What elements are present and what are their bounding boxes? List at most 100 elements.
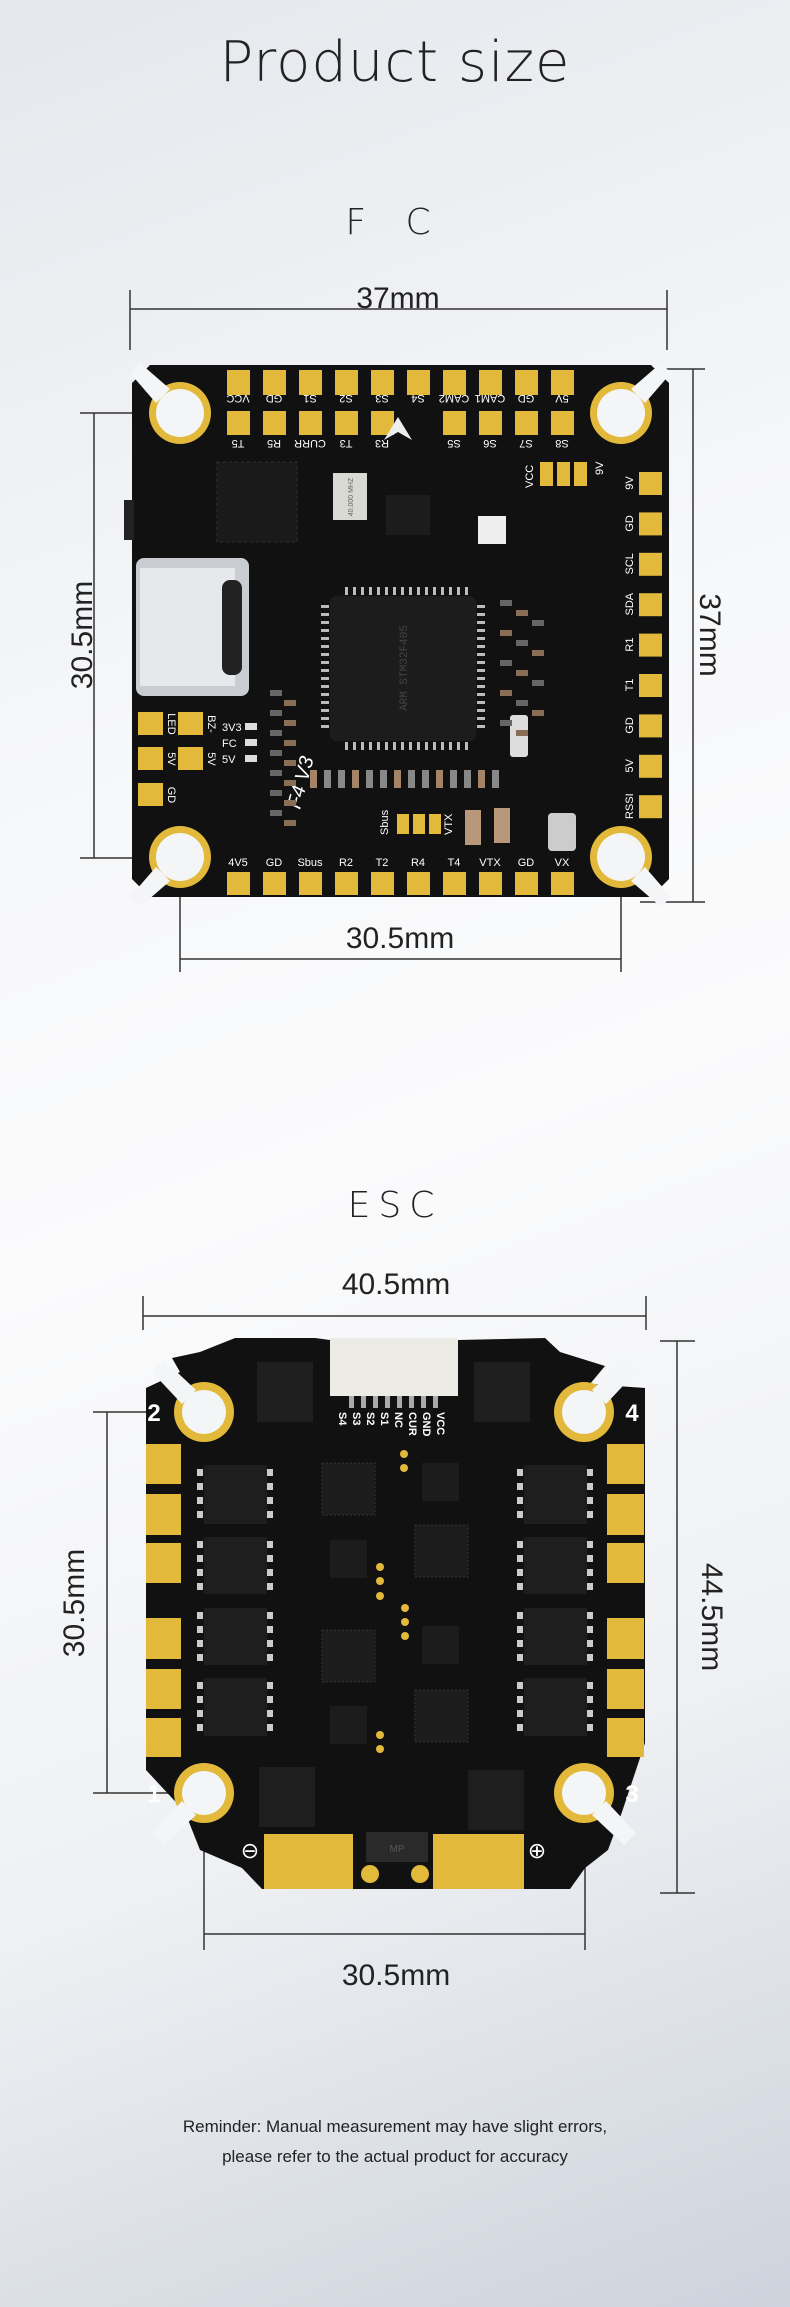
pad-label: CAM2 <box>439 392 470 404</box>
pad-right <box>639 472 662 495</box>
mcu-pin <box>321 693 329 696</box>
mcu-pin <box>425 587 428 595</box>
status-led <box>245 723 257 730</box>
smd-component <box>500 630 512 636</box>
mcu-pin <box>477 621 485 624</box>
smd-component <box>532 650 544 656</box>
mcu-pin <box>477 709 485 712</box>
mosfet-pin <box>267 1555 273 1562</box>
smd-component <box>284 740 296 746</box>
mosfet-pin <box>587 1469 593 1476</box>
mosfet-pin <box>197 1469 203 1476</box>
mosfet-pin <box>197 1497 203 1504</box>
crystal-marking: 40.000 MHZ <box>348 477 355 516</box>
smd-component <box>532 620 544 626</box>
pad-label: S4 <box>411 392 424 404</box>
smd-component <box>516 670 528 676</box>
mosfet-pin <box>587 1612 593 1619</box>
pad-left <box>178 747 203 770</box>
hole-number: 1 <box>147 1781 160 1808</box>
pad-bottom <box>227 872 250 895</box>
mosfet-pin <box>517 1497 523 1504</box>
mosfet-pin <box>587 1640 593 1647</box>
mosfet-pin <box>587 1696 593 1703</box>
fc-hole-spacing-horizontal-label: 30.5mm <box>346 922 454 955</box>
smd-component <box>324 770 331 788</box>
esc-hole-spacing-horizontal-label: 30.5mm <box>342 1959 450 1992</box>
smd-component <box>492 770 499 788</box>
pad-top-outer <box>515 370 538 395</box>
connector-pin <box>385 1396 390 1408</box>
pad-right <box>639 714 662 738</box>
capacitor-pad <box>411 1865 429 1883</box>
mcu-chip <box>330 1540 367 1578</box>
pad-label: R5 <box>267 437 281 449</box>
fc-width-label: 37mm <box>356 282 439 315</box>
usb-c-shell <box>140 568 235 686</box>
smd-component <box>380 770 387 788</box>
smd-component <box>284 700 296 706</box>
pad-label: S8 <box>555 437 568 449</box>
mount-slot <box>631 363 671 403</box>
mcu-pin <box>477 605 485 608</box>
crystal <box>333 473 367 520</box>
mount-hole <box>182 1390 226 1434</box>
cap-ceramic <box>465 810 481 845</box>
smd-component <box>532 710 544 716</box>
mcu-pin <box>457 742 460 750</box>
mcu-pin <box>465 742 468 750</box>
mcu-pin <box>465 587 468 595</box>
mcu-chip <box>330 596 476 741</box>
motor-pad-right <box>607 1618 644 1659</box>
test-point <box>376 1577 384 1585</box>
connector-pin-label: S2 <box>364 1412 376 1425</box>
pad-top-outer <box>263 370 286 395</box>
pad-label: T2 <box>376 857 389 869</box>
mcu-pin <box>417 587 420 595</box>
pad-top-inner <box>479 411 502 435</box>
pad-label: CAM1 <box>475 392 506 404</box>
mcu-pin <box>477 613 485 616</box>
pad-label: GD <box>266 857 283 869</box>
pad-label: S1 <box>303 392 316 404</box>
mosfet-pin <box>517 1483 523 1490</box>
mcu-pin <box>369 587 372 595</box>
mcu-pin <box>321 709 329 712</box>
smd-component <box>270 690 282 696</box>
pad-bottom <box>407 872 430 895</box>
mosfet-pin <box>197 1640 203 1647</box>
smd-component <box>408 770 415 788</box>
mosfet-pin <box>517 1626 523 1633</box>
status-led <box>245 739 257 746</box>
plus-symbol: ⊕ <box>528 1838 546 1863</box>
mosfet-pin <box>197 1724 203 1731</box>
pad-top-inner <box>299 411 322 435</box>
pad-label: S5 <box>447 437 460 449</box>
test-point <box>376 1731 384 1739</box>
pad-top-outer <box>299 370 322 395</box>
esc-fc-connector <box>330 1338 458 1396</box>
mosfet <box>524 1465 587 1524</box>
mount-hole <box>156 833 204 881</box>
pad-top-inner <box>227 411 250 435</box>
esc-height-label: 44.5mm <box>695 1563 728 1671</box>
connector-pin <box>433 1396 438 1408</box>
mcu-chip <box>422 1626 459 1664</box>
test-point <box>401 1604 409 1612</box>
mosfet-pin <box>197 1626 203 1633</box>
connector-pin-label: CUR <box>406 1412 418 1436</box>
pad-left <box>138 712 163 735</box>
pad-label: SDA <box>624 592 636 615</box>
pad-label: VTX <box>479 857 501 869</box>
mosfet <box>468 1770 524 1830</box>
silk-vcc: VCC <box>524 465 536 488</box>
connector-pin-label: S3 <box>350 1412 362 1425</box>
mosfet-pin <box>267 1626 273 1633</box>
smd-component <box>516 730 528 736</box>
mcu-pin <box>393 587 396 595</box>
pad-bottom <box>371 872 394 895</box>
pad-bottom <box>443 872 466 895</box>
motor-pad-left <box>146 1444 181 1484</box>
esc-width-label: 40.5mm <box>342 1268 450 1301</box>
motor-pad-right <box>607 1543 644 1583</box>
